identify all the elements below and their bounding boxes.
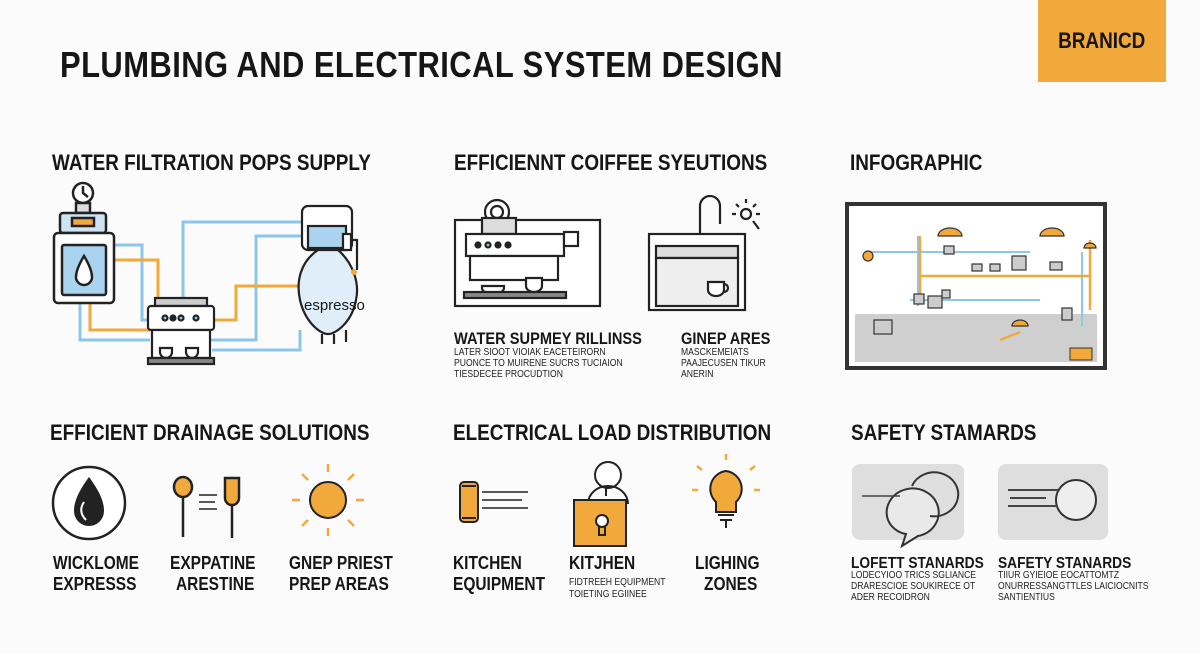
drain-1-label-2: EXPRESSS — [53, 574, 137, 594]
espresso-label: espresso — [304, 297, 365, 314]
safety-right-title: SAFETY STANARDS — [998, 555, 1132, 572]
coffee-heading: EFFICIENNT COIFFEE SYEUTIONS — [454, 150, 768, 175]
lightbulb-icon — [692, 454, 760, 528]
drain-2-label-2: ARESTINE — [176, 574, 255, 594]
drain-3-label-2: PREP AREAS — [289, 574, 389, 594]
espresso-machine-icon — [146, 296, 216, 366]
safety-key-icon — [998, 464, 1108, 540]
brand-badge: BRANICD — [1038, 0, 1166, 82]
orange-pipes — [88, 258, 302, 332]
orange-panel-icon — [1069, 347, 1093, 361]
kitchen-equipment-icon — [459, 481, 528, 523]
espresso-dot-icon — [351, 269, 357, 275]
speech-bubble-icon — [852, 464, 964, 549]
elec-2-line-2: TOIETING EGIINEE — [569, 589, 647, 600]
coffee-right-line-2: PAAJECUSEN TIKUR — [681, 358, 766, 369]
safety-left-line-3: ADER RECOIDRON — [851, 592, 930, 603]
safety-heading: SAFETY STAMARDS — [851, 420, 1037, 445]
safety-left-title: LOFETT STANARDS — [851, 555, 984, 572]
sun-icon — [292, 464, 364, 536]
elec-3-label-2: ZONES — [704, 574, 758, 594]
page-title: PLUMBING AND ELECTRICAL SYSTEM DESIGN — [60, 44, 783, 85]
water-heading: WATER FILTRATION POPS SUPPLY — [52, 150, 371, 175]
safety-right-line-1: TIIUR GYIEIOE EOCATTOMTZ — [998, 570, 1120, 581]
appliance-icons — [873, 245, 1073, 335]
elec-1-label-2: EQUIPMENT — [453, 574, 546, 594]
coffee-right-line-1: MASCKEMEIATS — [681, 347, 749, 358]
drain-2-label-1: EXPPATINE — [170, 553, 256, 573]
safety-left-line-1: LODECYIOO TRICS SGLIANCE — [851, 570, 977, 581]
espresso-tank-icon — [297, 204, 359, 344]
coffee-left-line-1: LATER SIOOT VIOIAK EACETEIRORN — [454, 347, 606, 358]
infographic-heading: INFOGRAPHIC — [850, 150, 983, 175]
water-filter-icon — [52, 181, 116, 305]
elec-2-line-1: FIDTREEH EQUIPMENT — [569, 577, 666, 588]
coffee-right-line-3: ANERIN — [681, 369, 714, 380]
safety-right-line-3: SANTIENTIUS — [998, 592, 1055, 603]
coffee-left-line-3: TIESDECEE PROCUDTION — [454, 369, 563, 380]
drain-1-label-1: WICKLOME — [53, 553, 139, 573]
elec-1-label-1: KITCHEN — [453, 553, 522, 573]
elec-2-label-1: KITJHEN — [569, 553, 636, 573]
drain-3-label-1: GNEP PRIEST — [289, 553, 393, 573]
electrical-heading: ELECTRICAL LOAD DISTRIBUTION — [453, 420, 772, 445]
utensils-icon — [172, 475, 241, 538]
blue-pipes — [78, 220, 302, 352]
safety-right-line-2: ONURRESSANGTTLES LAICIOCNITS — [998, 581, 1149, 592]
outlet-person-icon — [573, 461, 629, 547]
coffee-left-line-2: PUONCE TO MUIRENE SUCRS TUCIAION — [454, 358, 623, 369]
safety-left-line-2: DRARESCIOE SOUKIRECE OT — [851, 581, 976, 592]
coffee-left-title: WATER SUPMEY RILLINSS — [454, 329, 642, 348]
ceiling-lamp-icons — [862, 227, 1097, 327]
coffee-right-title: GINEP ARES — [681, 329, 771, 348]
brand-label: BRANICD — [1058, 28, 1146, 53]
water-drop-icon — [51, 465, 127, 541]
elec-3-label-1: LIGHING — [695, 553, 760, 573]
sink-icon — [647, 194, 760, 312]
drainage-heading: EFFICIENT DRAINAGE SOLUTIONS — [50, 420, 370, 445]
